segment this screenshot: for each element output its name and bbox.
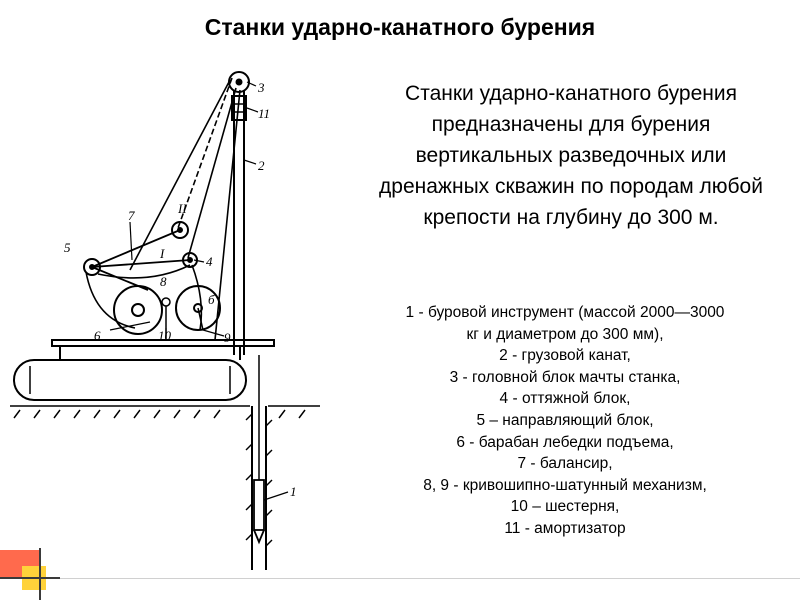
label-6: 6 <box>94 328 101 343</box>
borehole <box>245 406 273 570</box>
ground <box>10 405 320 419</box>
balancer <box>91 221 191 291</box>
label-6b: б <box>208 292 215 307</box>
drill-tool <box>253 355 289 545</box>
footer-divider <box>0 578 800 579</box>
legend-item: 3 - головной блок мачты станка, <box>449 368 681 386</box>
mast <box>231 90 247 355</box>
platform <box>51 339 275 360</box>
leader-lines <box>109 81 259 337</box>
skid <box>13 359 247 401</box>
legend-item: 5 – направляющий блок, <box>476 411 654 429</box>
drum-rope <box>85 264 203 331</box>
legend-list: 1 - буровой инструмент (массой 2000—3000… <box>345 302 785 540</box>
label-roman-1: I <box>159 246 165 261</box>
legend-item: 1 - буровой инструмент (массой 2000—3000 <box>405 304 725 321</box>
legend-item: 4 - оттяжной блок, <box>499 390 631 408</box>
label-1: 1 <box>290 484 297 499</box>
label-roman-2: II <box>177 201 187 216</box>
intro-paragraph: Станки ударно-канатного бурения предназн… <box>379 82 763 229</box>
label-5: 5 <box>64 240 71 255</box>
legend-item: 6 - барабан лебедки подъема, <box>456 433 674 451</box>
label-9: 9 <box>224 330 231 345</box>
drums <box>113 285 221 340</box>
slide-title: Станки ударно-канатного бурения <box>204 14 596 40</box>
legend-item: 8, 9 - кривошипно-шатунный механизм, <box>423 476 707 494</box>
label-11: 11 <box>258 106 270 121</box>
legend-item: 10 – шестерня, <box>510 498 620 516</box>
diagram-labels: 3 11 2 II 7 I 4 5 8 б 6 10 9 1 <box>64 80 297 499</box>
label-3: 3 <box>257 80 265 95</box>
head-block <box>228 71 250 93</box>
legend-item: кг и диаметром до 300 мм), <box>466 325 664 343</box>
label-8: 8 <box>160 274 167 289</box>
corner-decoration-icon <box>0 548 60 600</box>
label-10: 10 <box>158 328 172 343</box>
legend-item: 2 - грузовой канат, <box>499 347 631 365</box>
legend-item: 11 - амортизатор <box>504 519 626 537</box>
rope-lines <box>129 77 241 341</box>
label-7: 7 <box>128 208 135 223</box>
legend-item: 7 - балансир, <box>517 455 613 473</box>
label-4: 4 <box>206 254 213 269</box>
label-2: 2 <box>258 158 265 173</box>
drilling-rig-diagram: 3 11 2 II 7 I 4 5 8 б 6 10 9 1 <box>10 71 320 570</box>
